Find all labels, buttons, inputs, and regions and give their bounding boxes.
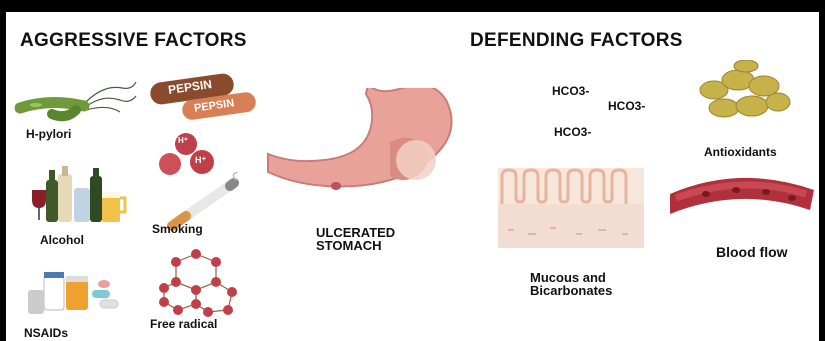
- figure-panel: AGGRESSIVE FACTORS DEFENDING FACTORS H-p…: [6, 12, 819, 341]
- blood-vessel-icon: [666, 172, 819, 230]
- nsaid-pills-icon: [26, 270, 126, 320]
- smoking-label: Smoking: [152, 222, 203, 236]
- h-pylori-bacteria-icon: [12, 78, 142, 128]
- bicarbonate-label-1: HCO3-: [552, 84, 589, 98]
- blood-flow-label: Blood flow: [716, 244, 788, 260]
- nsaids-label: NSAIDs: [24, 326, 68, 340]
- mucous-bicarbonate-layer-icon: [498, 168, 644, 248]
- hplus-label-2: H⁺: [195, 155, 206, 166]
- h-pylori-label: H-pylori: [26, 127, 71, 141]
- free-radical-label: Free radical: [150, 317, 217, 331]
- ulcerated-stomach-label-line2: STOMACH: [316, 238, 381, 253]
- antioxidants-label: Antioxidants: [704, 145, 777, 159]
- defending-factors-heading: DEFENDING FACTORS: [470, 30, 683, 52]
- hplus-label-1: H⁺: [178, 136, 188, 145]
- aggressive-factors-heading: AGGRESSIVE FACTORS: [20, 30, 247, 52]
- antioxidant-cluster-icon: [694, 60, 796, 126]
- free-radical-network-icon: [156, 248, 252, 318]
- mucous-label-line2: Bicarbonates: [530, 283, 612, 298]
- bicarbonate-label-3: HCO3-: [554, 125, 591, 139]
- ulcerated-stomach-icon: [258, 88, 473, 208]
- alcohol-bottles-icon: [28, 166, 128, 224]
- alcohol-label: Alcohol: [40, 233, 84, 247]
- bicarbonate-label-2: HCO3-: [608, 99, 645, 113]
